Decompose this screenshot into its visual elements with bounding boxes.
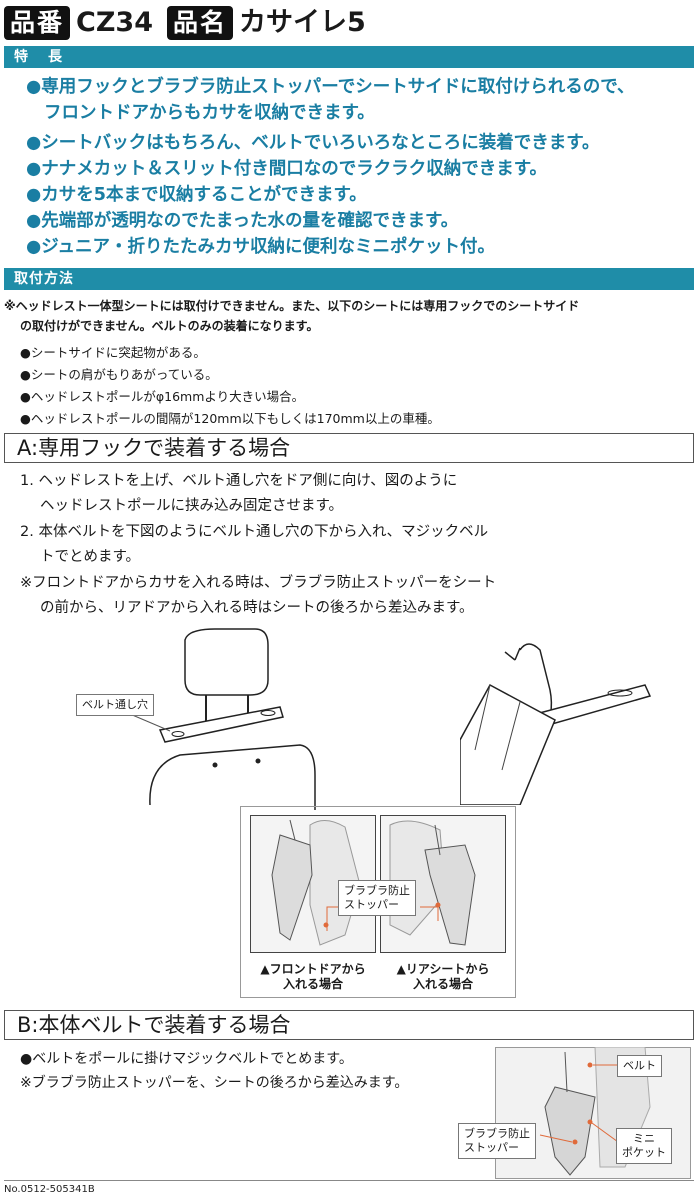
hinban-value: CZ34 [76,7,153,38]
feature-item-4: ●カサを5本まで収納することができます。 [26,185,367,205]
install-title: 取付方法 [4,268,694,290]
belt-label: ベルト [617,1055,662,1077]
feature-item-1: ●専用フックとブラブラ防止ストッパーでシートサイドに取付けられるので、 [26,77,635,97]
step-1: 1. ヘッドレストを上げ、ベルト通し穴をドア側に向け、図のように [20,473,458,489]
section-b-line-2: ※ブラブラ防止ストッパーを、シートの後ろから差込みます。 [20,1075,409,1091]
stopper-leader-lines [326,906,439,931]
document-code: No.0512-505341B [4,1184,95,1195]
feature-item-2: ●シートバックはもちろん、ベルトでいろいろなところに装着できます。 [26,133,600,153]
feature-item-3: ●ナナメカット＆スリット付き間口なのでラクラク収納できます。 [26,159,548,179]
feature-item-5: ●先端部が透明なのでたまった水の量を確認できます。 [26,211,459,231]
footer-divider [4,1180,694,1181]
hinmei-label: 品名 [166,6,233,40]
stopper-label-a: ブラブラ防止 ストッパー [338,880,416,916]
feature-item-1-cont: フロントドアからもカサを収納できます。 [44,103,375,123]
step-note-cont: の前から、リアドアから入れる時はシートの後ろから差込みます。 [40,600,474,616]
step-1-cont: ヘッドレストポールに挟み込み固定させます。 [40,498,344,514]
section-b-line-1: ●ベルトをポールに掛けマジックベルトでとめます。 [20,1051,353,1067]
condition-2: ●シートの肩がもりあがっている。 [20,367,218,382]
hinmei-value: カサイレ5 [239,7,366,38]
condition-1: ●シートサイドに突起物がある。 [20,345,206,360]
install-note-1: ※ヘッドレスト一体型シートには取付けできません。また、以下のシートには専用フック… [4,299,580,313]
step-note: ※フロントドアからカサを入れる時は、ブラブラ防止ストッパーをシート [20,575,497,591]
caption-front: ▲フロントドアから 入れる場合 [260,962,366,991]
side-mount-illustration [460,643,652,805]
section-b-title: B:本体ベルトで装着する場合 [4,1010,694,1040]
stopper-label-b: ブラブラ防止 ストッパー [458,1123,536,1159]
install-note-2: の取付けができません。ベルトのみの装着になります。 [20,319,319,333]
features-title: 特 長 [4,46,694,68]
headrest-illustration [129,628,316,810]
hinban-label: 品番 [4,6,71,40]
step-2: 2. 本体ベルトを下図のようにベルト通し穴の下から入れ、マジックベル [20,524,489,540]
section-a-title: A:専用フックで装着する場合 [4,433,694,463]
feature-item-6: ●ジュニア・折りたたみカサ収納に便利なミニポケット付。 [26,237,496,257]
caption-rear: ▲リアシートから 入れる場合 [396,962,490,991]
step-2-cont: トでとめます。 [40,549,141,565]
belt-hole-label: ベルト通し穴 [76,694,154,716]
photo-frame [240,806,516,998]
condition-3: ●ヘッドレストポールがφ16mmより大きい場合。 [20,389,305,404]
product-header: 品番 CZ34 品名 カサイレ5 [4,5,380,41]
mini-pocket-label: ミニ ポケット [616,1128,672,1164]
condition-4: ●ヘッドレストポールの間隔が120mm以下もしくは170mm以上の車種。 [20,411,440,426]
